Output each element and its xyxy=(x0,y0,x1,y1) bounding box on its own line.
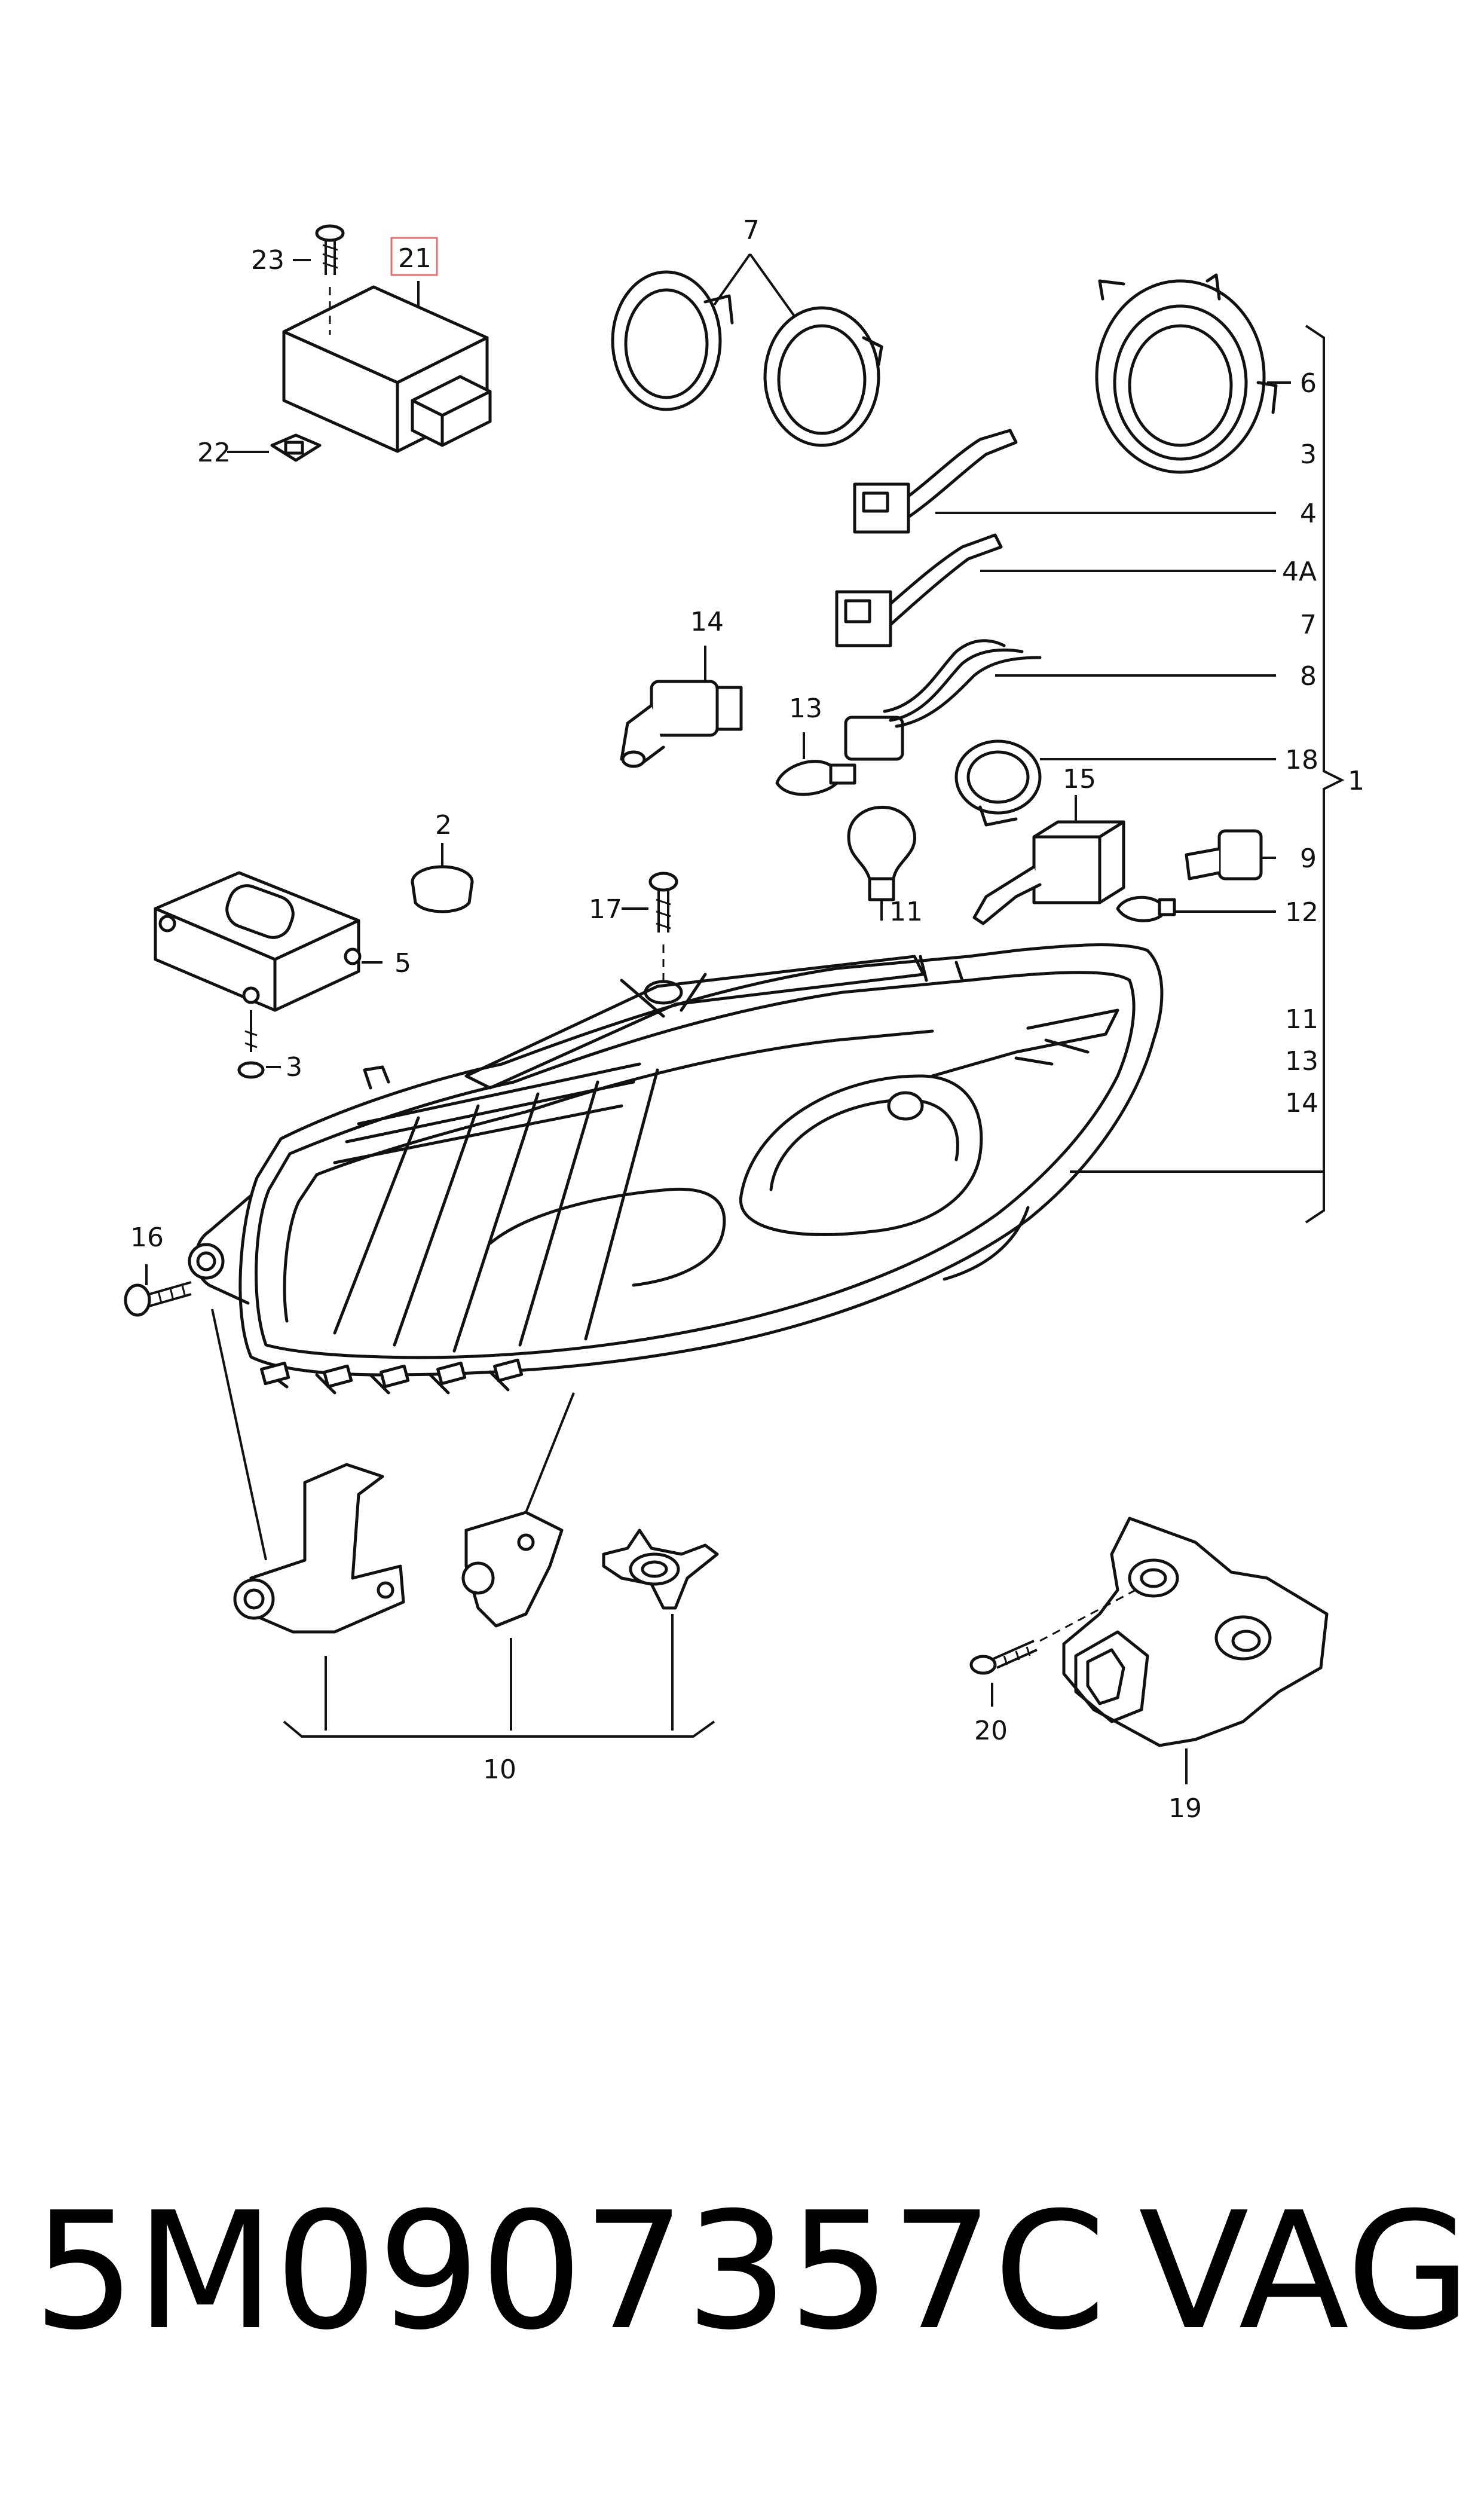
callout-3-right: 3 xyxy=(1300,439,1317,470)
headlamp-cap-6 xyxy=(1095,273,1278,474)
bulb-15 xyxy=(972,795,1125,925)
callout-4: 4 xyxy=(1300,499,1317,529)
callout-9: 9 xyxy=(1300,843,1317,874)
screw-23 xyxy=(315,224,345,335)
bulb-ring-7b xyxy=(763,306,883,447)
callout-17: 17 xyxy=(589,894,622,925)
bulb-11 xyxy=(847,806,916,921)
bracket-10a xyxy=(233,1463,405,1634)
control-module-21 xyxy=(282,285,492,453)
callout-7: 7 xyxy=(743,215,760,246)
callout-23: 23 xyxy=(251,245,284,276)
wire-harness-8 xyxy=(844,639,1042,761)
bulb-ring-7a xyxy=(611,270,734,411)
callout-7-right: 7 xyxy=(1300,610,1317,640)
callout-14-right: 14 xyxy=(1285,1088,1318,1118)
callout-1: 1 xyxy=(1348,766,1364,796)
headlamp-assembly-1 xyxy=(188,943,1164,1395)
callout-22: 22 xyxy=(197,438,231,468)
callout-4a: 4A xyxy=(1282,557,1317,587)
callout-5: 5 xyxy=(394,948,411,979)
bulb-14 xyxy=(620,646,743,768)
callout-11-right: 11 xyxy=(1285,1004,1318,1035)
callout-18: 18 xyxy=(1285,745,1318,775)
callout-6: 6 xyxy=(1300,368,1317,399)
bulb-9 xyxy=(1185,829,1263,881)
screw-16 xyxy=(124,1281,192,1317)
plug-2 xyxy=(411,843,474,913)
callout-20: 20 xyxy=(974,1716,1008,1746)
bracket-10b xyxy=(461,1511,564,1628)
callout-12: 12 xyxy=(1285,897,1318,928)
callout-14: 14 xyxy=(690,607,724,637)
callout-21: 21 xyxy=(398,243,432,274)
bracket-19 xyxy=(1062,1517,1329,1747)
bulb-12 xyxy=(1116,895,1176,922)
adjuster-tabs xyxy=(260,1358,524,1389)
callout-3: 3 xyxy=(286,1052,302,1083)
clip-10c xyxy=(602,1528,719,1610)
socket-18 xyxy=(954,739,1042,827)
brand-name: VAG xyxy=(1139,2177,1471,2365)
callout-10: 10 xyxy=(483,1754,516,1785)
ballast-5 xyxy=(154,871,362,1012)
callout-8: 8 xyxy=(1300,661,1317,692)
highlight-box-21 xyxy=(390,237,438,276)
connector-4a xyxy=(835,533,1003,647)
callout-15: 15 xyxy=(1063,764,1096,794)
callout-19: 19 xyxy=(1168,1793,1202,1824)
clip-nut-22 xyxy=(270,433,322,462)
connector-4 xyxy=(853,429,1018,534)
part-number: 5M0907357C xyxy=(33,2177,1106,2365)
bulb-13 xyxy=(775,732,856,796)
screw-17 xyxy=(648,872,678,980)
screw-3 xyxy=(237,1010,265,1079)
callout-13-right: 13 xyxy=(1285,1046,1318,1077)
callout-2: 2 xyxy=(435,810,452,840)
callout-16: 16 xyxy=(130,1222,164,1253)
screw-20 xyxy=(969,1589,1136,1675)
callout-11: 11 xyxy=(889,897,923,927)
footer-caption: 5M0907357C VAG xyxy=(33,2176,1471,2367)
callout-13: 13 xyxy=(789,693,822,724)
